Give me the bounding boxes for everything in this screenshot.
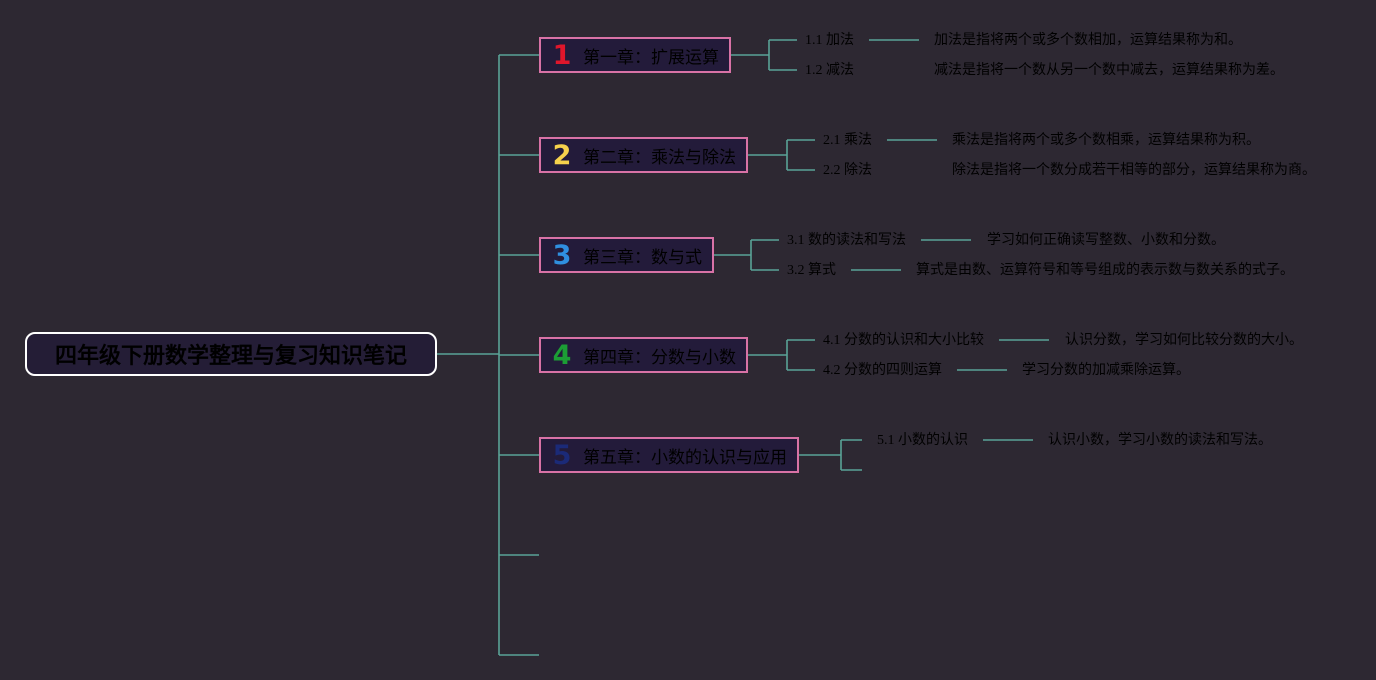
topic-description[interactable]: 认识小数，学习小数的读法和写法。: [1048, 433, 1272, 448]
chapter-node-1[interactable]: 1 第一章：扩展运算: [539, 37, 731, 73]
chapter-number-icon: 2: [552, 139, 572, 171]
topic-description[interactable]: 减法是指将一个数从另一个数中减去，运算结果称为差。: [934, 63, 1284, 78]
chapter-title: 第四章：分数与小数: [583, 347, 736, 368]
topic-description[interactable]: 认识分数，学习如何比较分数的大小。: [1065, 333, 1303, 348]
chapter-node-2[interactable]: 2 第二章：乘法与除法: [539, 137, 748, 173]
chapter-title: 第一章：扩展运算: [583, 47, 719, 68]
topic-label[interactable]: 4.1 分数的认识和大小比较: [823, 333, 984, 348]
root-topic-title: 四年级下册数学整理与复习知识笔记: [54, 344, 407, 369]
topic-label[interactable]: 2.1 乘法: [823, 133, 872, 148]
topic-description[interactable]: 学习分数的加减乘除运算。: [1022, 363, 1190, 378]
topic-description[interactable]: 算式是由数、运算符号和等号组成的表示数与数关系的式子。: [916, 263, 1294, 278]
chapter-node-5[interactable]: 5 第五章：小数的认识与应用: [539, 437, 799, 473]
topic-label[interactable]: 1.2 减法: [805, 63, 854, 78]
chapter-number-icon: 4: [552, 339, 572, 371]
topic-description[interactable]: 加法是指将两个或多个数相加，运算结果称为和。: [934, 33, 1242, 48]
chapter-node-3[interactable]: 3 第三章：数与式: [539, 237, 714, 273]
topic-label[interactable]: 2.2 除法: [823, 163, 872, 178]
topic-label[interactable]: 4.2 分数的四则运算: [823, 363, 942, 378]
chapter-title: 第二章：乘法与除法: [583, 147, 736, 168]
topic-label[interactable]: 3.1 数的读法和写法: [787, 233, 906, 248]
root-topic[interactable]: 四年级下册数学整理与复习知识笔记: [25, 332, 437, 376]
chapter-number-icon: 1: [552, 39, 572, 71]
topic-label[interactable]: 1.1 加法: [805, 33, 854, 48]
chapter-number-icon: 3: [552, 239, 572, 271]
chapter-number-icon: 5: [552, 439, 572, 471]
chapter-title: 第五章：小数的认识与应用: [583, 447, 787, 468]
topic-label[interactable]: 3.2 算式: [787, 263, 836, 278]
topic-description[interactable]: 乘法是指将两个或多个数相乘，运算结果称为积。: [952, 133, 1260, 148]
chapter-node-4[interactable]: 4 第四章：分数与小数: [539, 337, 748, 373]
chapter-title: 第三章：数与式: [583, 247, 702, 268]
topic-description[interactable]: 除法是指将一个数分成若干相等的部分，运算结果称为商。: [952, 163, 1316, 178]
topic-description[interactable]: 学习如何正确读写整数、小数和分数。: [987, 233, 1225, 248]
topic-label[interactable]: 5.1 小数的认识: [877, 433, 968, 448]
